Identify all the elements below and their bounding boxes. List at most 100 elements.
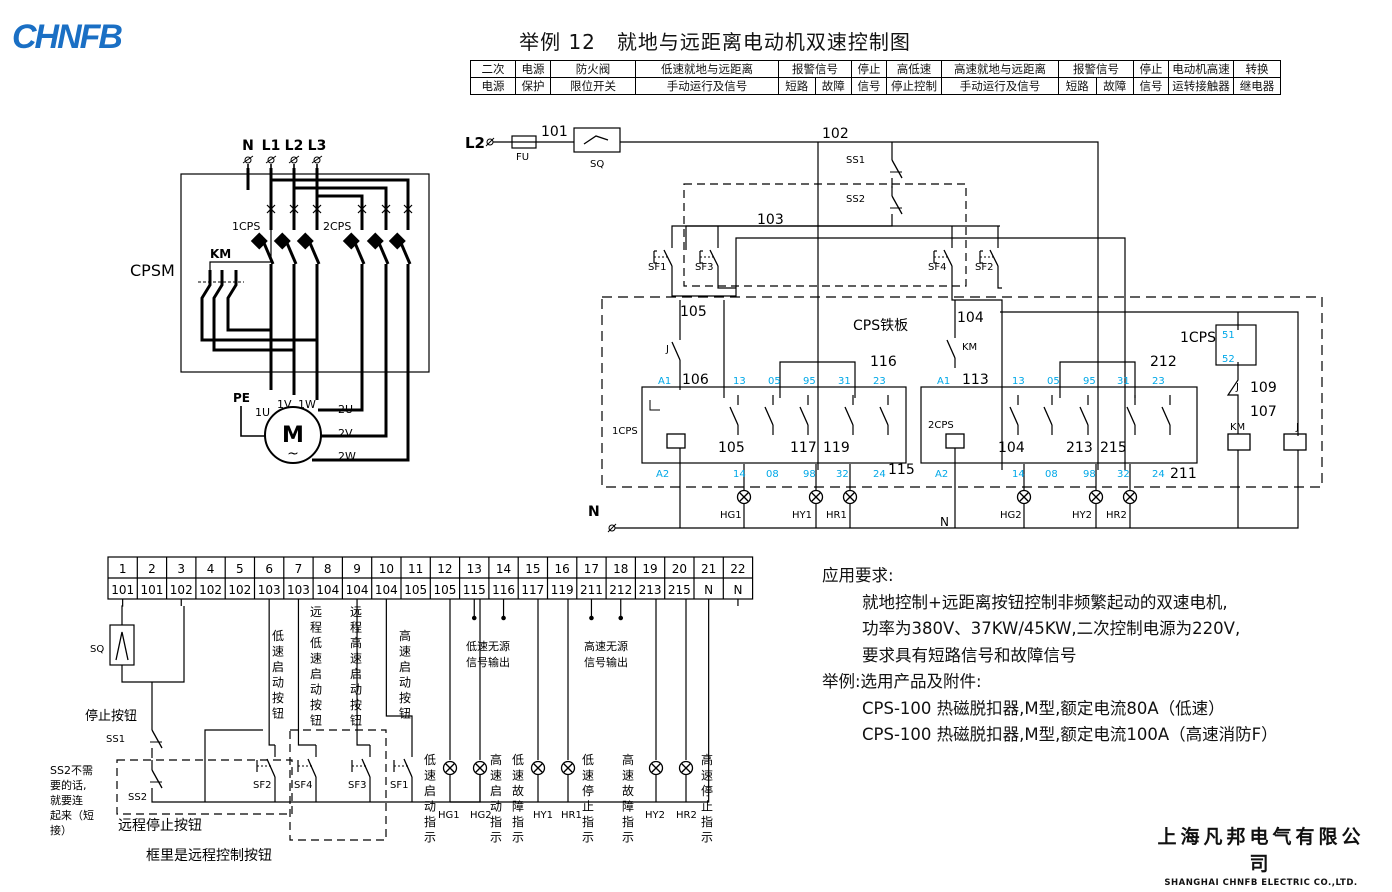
lamp-caption: 速 (701, 769, 713, 783)
terminal (471, 615, 477, 621)
wire (385, 599, 413, 745)
remote-low-caption: 程 (310, 620, 322, 635)
wire (891, 159, 903, 179)
wire (288, 155, 300, 164)
n-label: N (588, 504, 600, 520)
lamp-caption: 动 (424, 800, 436, 814)
terminal-label: 51 (1222, 330, 1235, 341)
lamp-caption: 启 (424, 784, 436, 798)
j-coil (1283, 433, 1307, 451)
wire (312, 264, 410, 462)
wire (685, 224, 893, 250)
terminal-number: 11 (408, 562, 423, 576)
wire (799, 406, 809, 426)
wire (318, 264, 364, 412)
remote-low-caption: 启 (310, 667, 322, 681)
terminal-label: 23 (1152, 376, 1165, 387)
wire (951, 276, 1003, 470)
terminal-number: 14 (496, 562, 511, 576)
wire (374, 235, 390, 265)
cps-module-1 (641, 386, 907, 464)
header-cell: 停止 (1133, 60, 1169, 78)
low-start-caption: 启 (272, 660, 284, 674)
wire (121, 599, 124, 625)
phase-label: L2 (285, 138, 304, 154)
wire (311, 155, 323, 164)
header-cell: 转换 (1233, 60, 1281, 78)
phase-label: L1 (262, 138, 281, 154)
wire-number: 107 (1250, 404, 1277, 420)
remote-low-caption: 远 (310, 605, 322, 619)
cps1-aux-label: 1CPS (1180, 330, 1216, 346)
terminal (244, 156, 252, 164)
terminal-number: 2 (148, 562, 156, 576)
terminal-number: 13 (467, 562, 482, 576)
lamp-caption: 示 (424, 831, 436, 845)
wire-number: 116 (870, 354, 897, 370)
wire (844, 406, 854, 426)
wire (651, 763, 661, 773)
company-name: 上海凡邦电气有限公司 SHANGHAI CHNFB ELECTRIC CO.,L… (1157, 826, 1365, 888)
lamp-caption: 启 (490, 784, 502, 798)
winding-label: 1V (277, 398, 292, 411)
wire (485, 137, 495, 147)
terminal-number: 7 (295, 562, 303, 576)
sf-label: SF3 (348, 780, 366, 791)
sf2-label: SF2 (975, 262, 993, 273)
wire (620, 141, 1099, 470)
wire (289, 204, 299, 214)
lamp-label: HG1 (438, 810, 460, 821)
cps-plate-label: CPS铁板 (853, 318, 908, 334)
remote-high-caption: 动 (350, 683, 362, 697)
terminal-label: 98 (1083, 469, 1096, 480)
high-start-caption: 按 (399, 691, 411, 705)
product-line: CPS-100 热磁脱扣器,M型,额定电流100A（高速消防F） (862, 725, 1278, 744)
terminal-number: 19 (642, 562, 657, 576)
terminal (589, 615, 594, 621)
wire-number: 212 (1150, 354, 1177, 370)
cps-module-2 (920, 386, 1198, 464)
wire (1009, 406, 1019, 426)
svg-text:CHNFB: CHNFB (12, 18, 122, 54)
wire (1226, 362, 1239, 434)
remote-low-caption: 钮 (310, 713, 322, 728)
terminal-number: 5 (236, 562, 244, 576)
wire (450, 599, 710, 803)
wire (739, 492, 749, 502)
lamp-caption: 高 (490, 752, 502, 767)
terminal-wire: 104 (375, 583, 398, 597)
terminal-label: A1 (658, 376, 671, 387)
terminal-number: 18 (613, 562, 628, 576)
lamp-caption: 速 (622, 769, 634, 783)
cps2-label: 2CPS (928, 420, 954, 431)
lamp-caption: 指 (424, 814, 436, 829)
terminal-label: A2 (935, 469, 948, 480)
wire (450, 775, 481, 803)
sq-box (109, 624, 135, 666)
terminal-number: 6 (265, 562, 273, 576)
remote-stop-box (116, 759, 293, 815)
j-coil-label: J (1295, 422, 1299, 433)
lamp-caption: 速 (582, 769, 594, 783)
terminal-label: 24 (873, 469, 886, 480)
low-start-caption: 低 (272, 629, 284, 643)
lamp-caption: 示 (512, 831, 524, 845)
lamp-caption: 指 (582, 814, 594, 829)
header-cell: 故障 (814, 77, 852, 95)
remote-low-caption: 动 (310, 683, 322, 697)
motor-label: ~ (287, 446, 299, 462)
wire (226, 270, 271, 332)
sf-label: SF1 (390, 780, 408, 791)
l2-label: L2 (465, 134, 485, 152)
wire (671, 237, 1126, 470)
lamp-caption: 速 (490, 769, 502, 783)
wire (989, 249, 999, 267)
wire (946, 339, 956, 359)
terminal-number: 22 (730, 562, 745, 576)
terminal-number: 8 (324, 562, 332, 576)
wire-number: 213 (1066, 440, 1093, 456)
terminal-label: 32 (1117, 469, 1130, 480)
wire-number: 101 (541, 124, 568, 140)
lamp-caption: 示 (701, 831, 713, 845)
wire-number: 104 (957, 310, 984, 326)
